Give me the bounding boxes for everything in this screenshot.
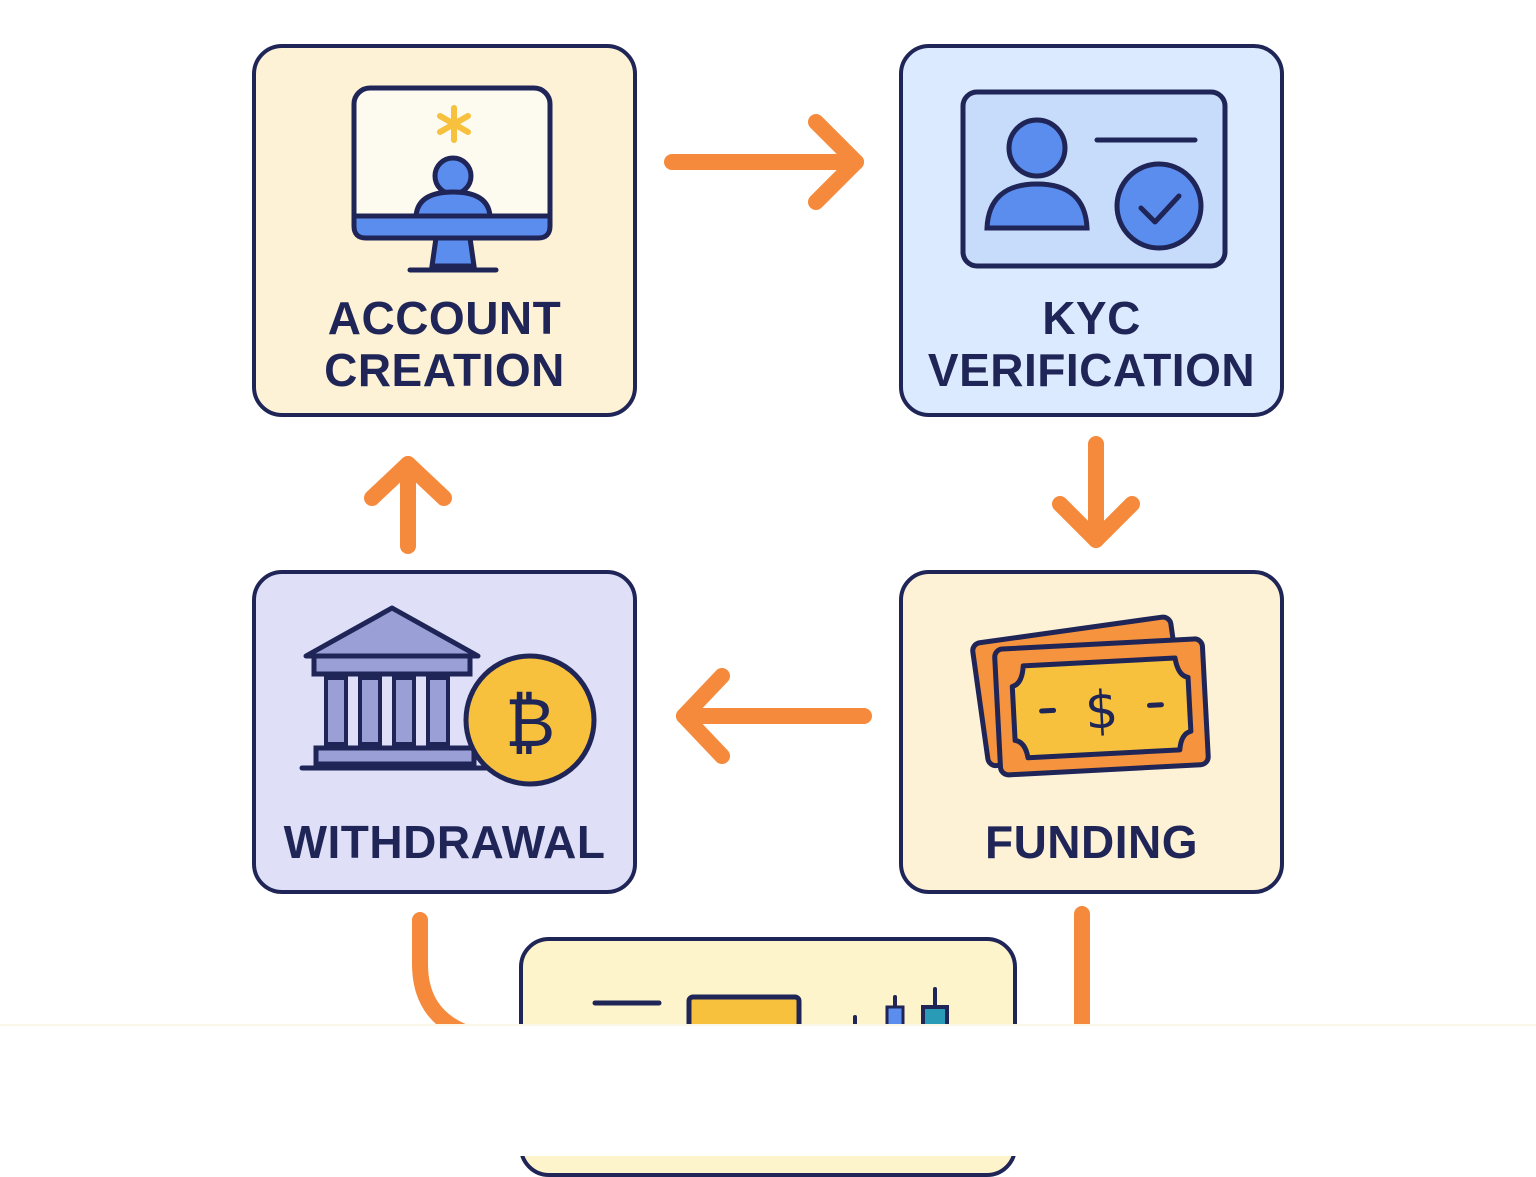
svg-text:₿: ₿ (505, 684, 555, 763)
step-label-line: VERIFICATION (927, 344, 1256, 396)
step-label-line: FUNDING (984, 816, 1199, 868)
bank-bitcoin-icon: ₿ (299, 605, 597, 787)
arrow-funding-to-withdrawal (676, 668, 872, 764)
connector-withdrawal-to-trading (412, 912, 472, 1034)
arrow-kyc-to-funding (1052, 436, 1140, 548)
step-withdrawal: ₿ WITHDRAWAL (252, 570, 637, 894)
step-label: KYC VERIFICATION (903, 292, 1280, 396)
step-label: ACCOUNT CREATION (256, 292, 633, 396)
step-label-line: CREATION (324, 344, 565, 396)
svg-text:$: $ (1084, 680, 1120, 742)
arrow-account-to-kyc (664, 114, 864, 210)
step-funding: $ FUNDING (899, 570, 1284, 894)
arrow-withdrawal-to-account (364, 456, 452, 554)
step-label-line: WITHDRAWAL (283, 816, 606, 868)
step-label-line: ACCOUNT (327, 292, 562, 344)
connector-funding-to-trading (1074, 906, 1090, 1030)
step-kyc-verification: KYC VERIFICATION (899, 44, 1284, 417)
id-card-check-icon (960, 89, 1228, 269)
step-label-line: KYC (1042, 292, 1141, 344)
bottom-blank-area (0, 1024, 1536, 1156)
step-account-creation: ACCOUNT CREATION (252, 44, 637, 417)
banknotes-icon: $ (970, 614, 1211, 778)
step-label: FUNDING (903, 816, 1280, 868)
step-label: WITHDRAWAL (256, 816, 633, 868)
computer-user-icon (351, 85, 553, 273)
